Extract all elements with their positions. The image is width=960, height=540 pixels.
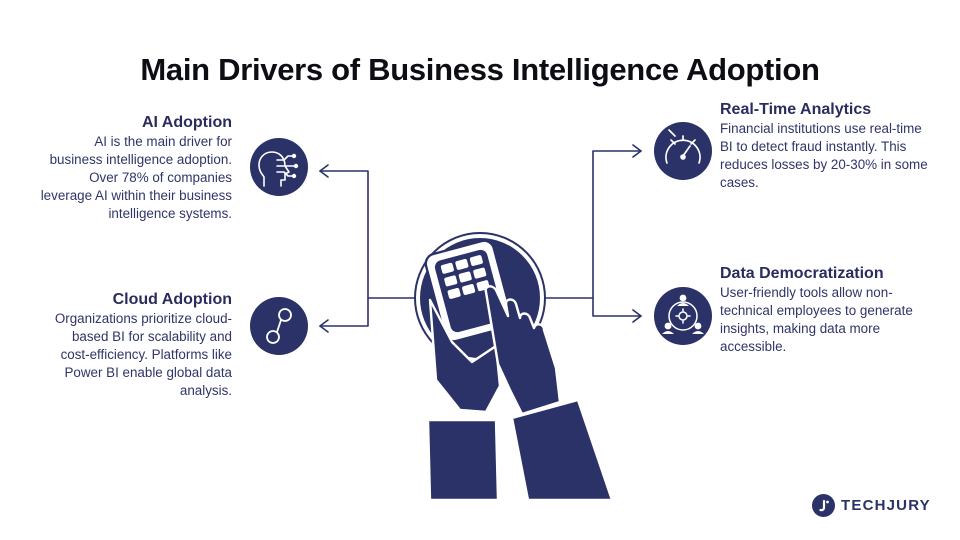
driver-text: Financial institutions use real-time BI …: [720, 121, 928, 190]
speedometer-icon: [654, 122, 712, 180]
left-sleeve: [426, 418, 500, 502]
driver-heading: Real-Time Analytics: [720, 101, 872, 118]
connector-realtime: [544, 150, 642, 299]
driver-heading: Data Democratization: [720, 265, 884, 282]
driver-heading: Cloud Adoption: [112, 291, 232, 308]
driver-text: AI is the main driver for business intel…: [40, 134, 232, 221]
connector-democratization: [592, 297, 642, 317]
brand-name: TECHJURY: [841, 496, 931, 514]
connector-ai: [319, 170, 417, 299]
brand-mark: TECHJURY: [812, 492, 931, 518]
right-hand: [484, 285, 562, 416]
driver-real-time-analytics: Real-Time Analytics Financial institutio…: [720, 100, 935, 192]
arrow-cloud: [319, 319, 329, 333]
hands-phone-illustration: [414, 232, 614, 502]
driver-text: User-friendly tools allow non-technical …: [720, 285, 913, 354]
ai-head-icon: [250, 138, 308, 196]
driver-cloud-adoption: Cloud Adoption Organizations prioritize …: [40, 290, 232, 400]
left-hand: [428, 298, 502, 414]
cloud-nodes-icon: [250, 297, 308, 355]
right-sleeve: [510, 398, 614, 502]
driver-data-democratization: Data Democratization User-friendly tools…: [720, 264, 935, 356]
techjury-logo-icon: [812, 493, 835, 517]
connector-lines: [319, 144, 642, 333]
arrow-democratization: [632, 309, 642, 323]
driver-ai-adoption: AI Adoption AI is the main driver for bu…: [40, 113, 232, 223]
arrow-ai: [319, 164, 329, 178]
driver-text: Organizations prioritize cloud-based BI …: [54, 311, 232, 398]
driver-heading: AI Adoption: [141, 114, 232, 131]
connector-cloud: [319, 297, 369, 327]
page-title: Main Drivers of Business Intelligence Ad…: [140, 52, 820, 87]
people-network-icon: [654, 287, 712, 345]
arrow-realtime: [632, 144, 642, 158]
